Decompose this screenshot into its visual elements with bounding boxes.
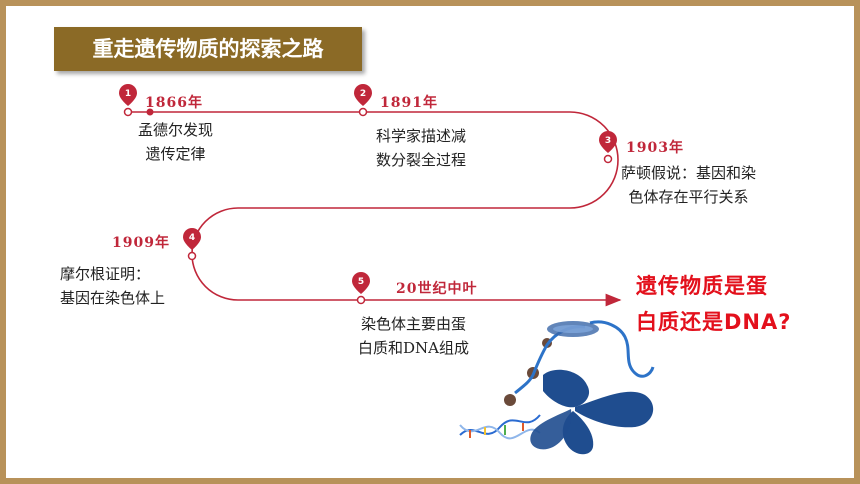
- milestone-desc-1: 孟德尔发现 遗传定律: [138, 118, 213, 166]
- milestone-year-2: 1891年: [380, 95, 438, 111]
- milestone-desc-4-line1: 摩尔根证明：: [60, 265, 151, 283]
- page-title: 重走遗传物质的探索之路: [54, 27, 362, 71]
- milestone-desc-5: 染色体主要由蛋 白质和DNA组成: [358, 312, 469, 360]
- svg-text:3: 3: [605, 136, 611, 146]
- svg-text:2: 2: [360, 89, 366, 99]
- milestone-desc-1-line1: 孟德尔发现: [138, 121, 214, 139]
- dna-helix: [459, 414, 541, 440]
- milestone-desc-1-line2: 遗传定律: [145, 145, 206, 163]
- question-text: 遗传物质是蛋 白质还是DNA?: [636, 268, 791, 340]
- milestone-desc-2-line2: 数分裂全过程: [376, 151, 467, 169]
- milestone-desc-2: 科学家描述减 数分裂全过程: [376, 124, 466, 172]
- milestone-marker-3: 3: [599, 131, 617, 164]
- milestone-year-3: 1903年: [626, 140, 684, 156]
- milestone-marker-5: 5: [352, 272, 370, 305]
- supercoil: [547, 321, 599, 337]
- milestone-marker-2: 2: [354, 84, 372, 117]
- milestone-desc-3: 萨顿假说：基因和染 色体存在平行关系: [621, 161, 756, 209]
- milestone-desc-4-line2: 基因在染色体上: [60, 289, 166, 307]
- milestone-desc-2-line1: 科学家描述减: [376, 127, 467, 145]
- milestone-year-5: 20世纪中叶: [396, 281, 478, 297]
- question-line1: 遗传物质是蛋: [636, 274, 768, 298]
- milestone-year-4: 1909年: [112, 235, 170, 251]
- milestone-marker-1: 1: [119, 84, 154, 117]
- chromosome-body: [530, 369, 654, 455]
- milestone-year-1: 1866年: [145, 95, 203, 111]
- chromosome-dna-illustration: [459, 320, 655, 455]
- milestone-desc-3-line2: 色体存在平行关系: [628, 188, 749, 206]
- svg-text:5: 5: [358, 277, 364, 287]
- svg-text:1: 1: [125, 89, 131, 99]
- svg-text:4: 4: [189, 233, 195, 243]
- milestone-desc-5-line1: 染色体主要由蛋: [360, 315, 466, 333]
- milestone-desc-4: 摩尔根证明： 基因在染色体上: [60, 262, 165, 310]
- milestone-marker-4: 4: [183, 228, 201, 261]
- milestone-desc-5-line2: 白质和DNA组成: [358, 339, 469, 357]
- question-line2: 白质还是DNA?: [636, 310, 792, 334]
- milestone-desc-3-line1: 萨顿假说：基因和染: [621, 164, 757, 182]
